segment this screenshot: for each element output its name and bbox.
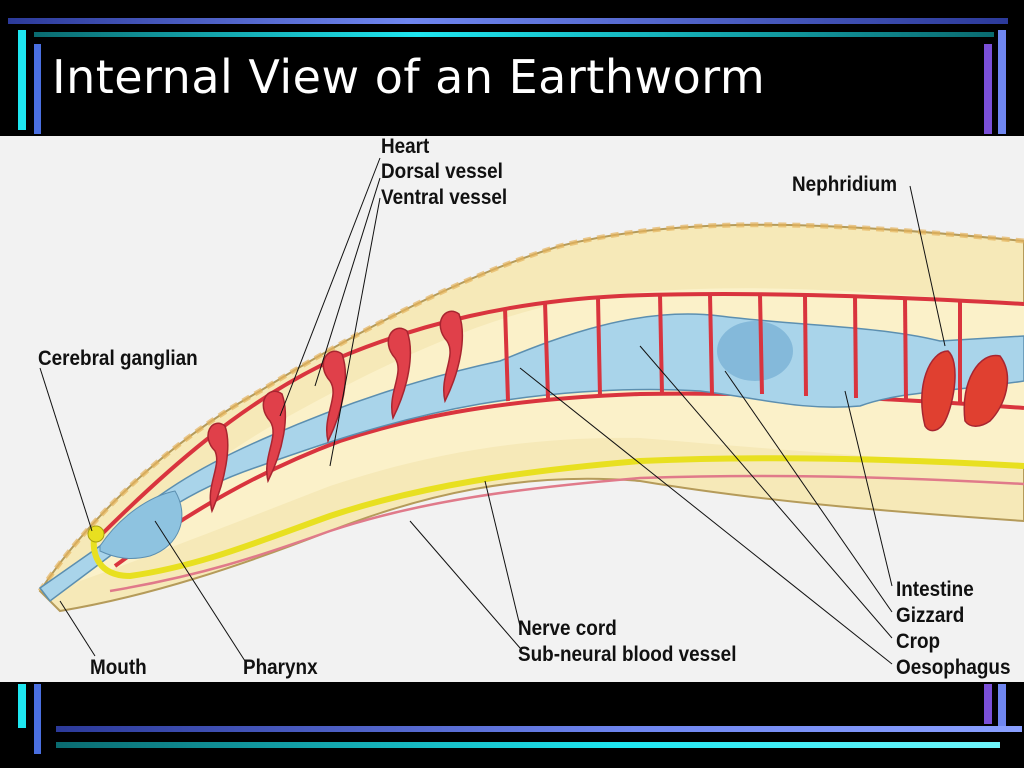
cerebral-ganglion-shape bbox=[87, 525, 105, 543]
worm-skin-top-edge bbox=[37, 222, 1024, 593]
label-oesophagus: Oesophagus bbox=[896, 656, 1011, 679]
right-accent-bar-purple bbox=[984, 44, 992, 134]
pharynx-shape bbox=[99, 490, 183, 559]
left-accent-bar-blue bbox=[34, 44, 41, 134]
label-sub-neural-blood-vessel: Sub-neural blood vessel bbox=[518, 643, 737, 666]
hearts bbox=[207, 310, 464, 514]
top-accent-bar-cyan bbox=[34, 32, 994, 37]
leader-lines bbox=[39, 157, 946, 665]
label-gizzard: Gizzard bbox=[896, 604, 965, 627]
label-crop: Crop bbox=[896, 630, 941, 653]
label-heart: Heart bbox=[381, 136, 430, 158]
label-dorsal-vessel: Dorsal vessel bbox=[381, 160, 503, 183]
nephridia bbox=[921, 350, 1009, 432]
bottom-accent-bar-blue bbox=[56, 726, 1022, 732]
earthworm-illustration bbox=[37, 157, 1024, 665]
right-accent-bar-blue bbox=[998, 30, 1006, 134]
bottom-right-bar-blue bbox=[998, 684, 1006, 728]
label-mouth: Mouth bbox=[90, 656, 147, 679]
sub-neural-vessel bbox=[109, 474, 1024, 593]
nerve-cord bbox=[90, 455, 1024, 580]
bottom-left-bar-blue bbox=[34, 684, 41, 754]
gizzard-shape bbox=[717, 321, 793, 381]
label-nerve-cord: Nerve cord bbox=[518, 617, 617, 640]
top-accent-bar-blue bbox=[8, 18, 1008, 24]
earthworm-diagram: Heart Dorsal vessel Ventral vessel Nephr… bbox=[0, 136, 1024, 682]
slide-title: Internal View of an Earthworm bbox=[52, 50, 766, 104]
bottom-left-bar-cyan bbox=[18, 684, 26, 728]
segmental-vessels bbox=[503, 293, 962, 404]
label-nephridium: Nephridium bbox=[792, 173, 898, 196]
left-accent-bar-cyan bbox=[18, 30, 26, 130]
bottom-accent-bar-cyan bbox=[56, 742, 1000, 748]
label-intestine: Intestine bbox=[896, 578, 974, 601]
label-cerebral-ganglian: Cerebral ganglian bbox=[38, 347, 198, 370]
label-pharynx: Pharynx bbox=[243, 656, 318, 679]
label-ventral-vessel: Ventral vessel bbox=[381, 186, 508, 209]
bottom-right-bar-purple bbox=[984, 684, 992, 724]
